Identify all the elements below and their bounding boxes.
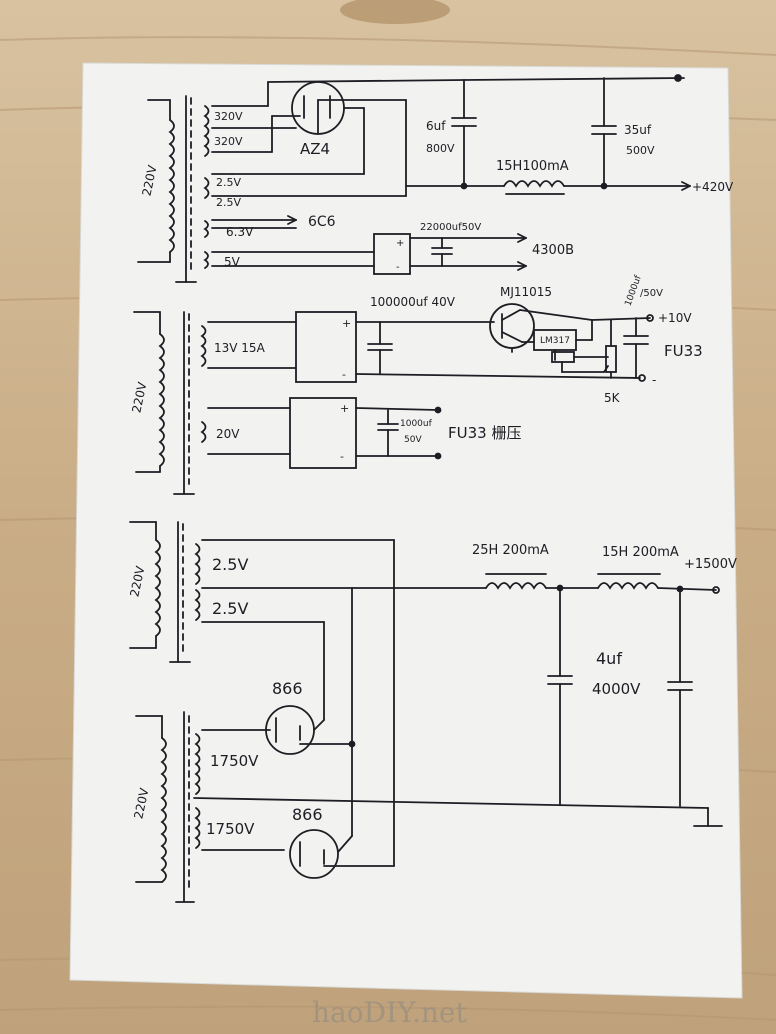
choke-15h bbox=[503, 180, 565, 188]
az4-label: AZ4 bbox=[300, 140, 330, 158]
middle-power-supply bbox=[133, 303, 654, 495]
filter-cap-label: 22000uf50V bbox=[420, 222, 481, 233]
cap-4uf-label: 4uf bbox=[596, 649, 622, 668]
mid-primary-label: 220V bbox=[129, 380, 149, 414]
bridge-mid-minus: - bbox=[342, 368, 346, 381]
mj11015-label: MJ11015 bbox=[500, 285, 552, 299]
bridge-rectifier-mid bbox=[295, 311, 357, 383]
fu33-label: FU33 bbox=[664, 342, 703, 360]
tube-866-b bbox=[289, 829, 339, 879]
tube-866-b-label: 866 bbox=[292, 805, 323, 824]
filament-dest-label: 4300B bbox=[532, 243, 574, 258]
top-labels: 220V 320V 320V 2.5V 2.5V 6.3V 5V AZ4 6uf… bbox=[139, 110, 733, 273]
lm317-label: LM317 bbox=[540, 336, 570, 346]
choke-15h-bot bbox=[597, 582, 659, 590]
choke-15h-label: 15H100mA bbox=[496, 159, 569, 174]
winding-13v-label: 13V 15A bbox=[214, 341, 266, 355]
cap-100000uf-label: 100000uf 40V bbox=[370, 295, 456, 309]
winding-20v-label: 20V bbox=[216, 427, 240, 441]
watermark: haoDIY.net bbox=[312, 996, 467, 1029]
cap-4000v-label: 4000V bbox=[592, 680, 641, 698]
fu33-grid-label: FU33 栅压 bbox=[448, 424, 521, 442]
cap-35uf-value: 35uf bbox=[624, 123, 652, 137]
hv-winding-1: 1750V bbox=[210, 752, 259, 770]
bottom-power-supply bbox=[129, 521, 723, 903]
top-winding-3: 2.5V bbox=[216, 176, 241, 189]
bridge-top-minus: - bbox=[396, 262, 400, 273]
tube-866-a-label: 866 bbox=[272, 679, 303, 698]
bridge-rectifier-grid bbox=[289, 397, 357, 469]
bottom-labels: 220V 220V 2.5V 2.5V 1750V 1750V 866 866 … bbox=[127, 543, 737, 838]
choke-25h bbox=[485, 582, 547, 590]
top-winding-4: 2.5V bbox=[216, 196, 241, 209]
filament-winding-2: 2.5V bbox=[212, 599, 248, 618]
top-power-supply bbox=[137, 74, 691, 283]
top-output-label: +420V bbox=[692, 180, 734, 194]
cap-35uf-voltage: 500V bbox=[626, 144, 655, 157]
paper-sheet bbox=[69, 62, 743, 999]
bot-primary-top-label: 220V bbox=[127, 564, 147, 598]
primary-coil bbox=[168, 119, 175, 253]
out-minus-label: - bbox=[652, 373, 656, 387]
heater-dest-label: 6C6 bbox=[308, 214, 336, 230]
bridge-grid-plus: + bbox=[340, 402, 349, 415]
out-cap-voltage: /50V bbox=[640, 288, 663, 299]
bot-primary-bottom-label: 220V bbox=[131, 786, 151, 820]
top-winding-5: 6.3V bbox=[226, 225, 254, 239]
top-winding-6: 5V bbox=[224, 255, 241, 269]
out-plus-label: +10V bbox=[658, 311, 692, 325]
top-primary-label: 220V bbox=[139, 163, 159, 197]
bridge-rectifier-top bbox=[373, 233, 411, 275]
hv-output-label: +1500V bbox=[684, 557, 737, 572]
top-winding-1: 320V bbox=[214, 110, 243, 123]
cap-6uf-value: 6uf bbox=[426, 119, 446, 133]
pot-5k-label: 5K bbox=[604, 391, 621, 405]
choke-15h-bot-label: 15H 200mA bbox=[602, 545, 679, 560]
cap-grid-voltage: 50V bbox=[404, 435, 422, 445]
bridge-grid-minus: - bbox=[340, 450, 344, 463]
filament-winding-1: 2.5V bbox=[212, 555, 248, 574]
cap-6uf-voltage: 800V bbox=[426, 142, 455, 155]
cap-grid-value: 1000uf bbox=[400, 419, 433, 429]
hv-winding-2: 1750V bbox=[206, 820, 255, 838]
top-winding-2: 320V bbox=[214, 135, 243, 148]
bridge-mid-plus: + bbox=[342, 317, 351, 330]
choke-25h-label: 25H 200mA bbox=[472, 543, 549, 558]
bridge-top-plus: + bbox=[396, 238, 404, 249]
